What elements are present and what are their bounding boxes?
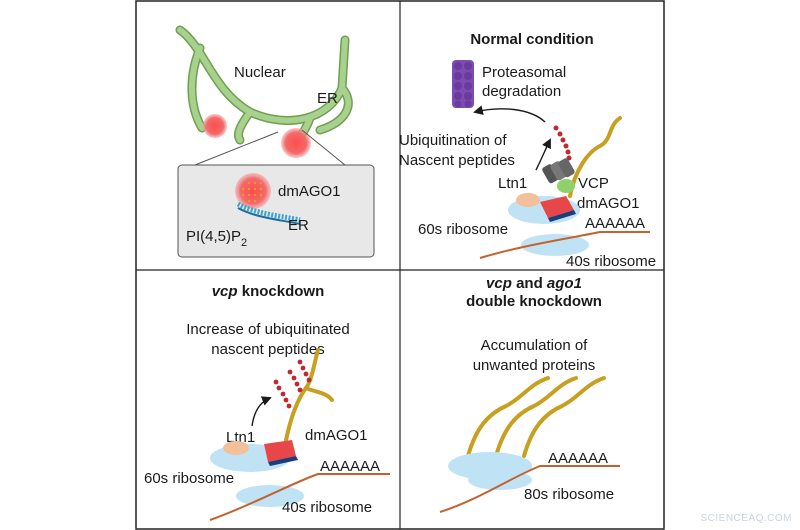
- vcp-knockdown-title-rest: knockdown: [238, 283, 325, 300]
- nuclear-label: Nuclear: [234, 64, 286, 81]
- ubiq-label-1: Ubiquitination of: [399, 132, 507, 149]
- vcp-label: VCP: [578, 175, 609, 192]
- double-kd-title-italic-1: vcp: [486, 275, 512, 292]
- pip2-label: PI(4,5)P2: [186, 228, 247, 249]
- ubiq-label-2: Nascent peptides: [399, 152, 515, 169]
- panel-double-knockdown: vcp and ago1 double knockdown Accumulati…: [439, 275, 620, 513]
- double-kd-title-mid: and: [512, 275, 547, 292]
- proteasome-label-1: Proteasomal: [482, 64, 566, 81]
- double-kd-title-1: vcp and ago1: [486, 275, 582, 292]
- panel-vcp-knockdown: vcp knockdown Increase of ubiquitinated …: [144, 283, 390, 521]
- ribo40-label-kd: 40s ribosome: [282, 499, 372, 516]
- mrna-kd: [209, 473, 390, 521]
- ltn1-arrow-kd: [251, 396, 272, 427]
- vcp-knockdown-title-italic: vcp: [212, 283, 238, 300]
- polya-label-normal: AAAAAA: [585, 215, 645, 232]
- dmago1-shape-kd: [264, 440, 296, 462]
- dmago1-edge-normal: [548, 210, 576, 222]
- double-kd-note-2: unwanted proteins: [473, 357, 596, 374]
- dmago1-label-kd: dmAGO1: [305, 427, 368, 444]
- accumulated-peptides: [466, 376, 606, 458]
- double-kd-note-1: Accumulation of: [481, 337, 589, 354]
- proteasome-label-2: degradation: [482, 83, 561, 100]
- polya-label-double-kd: AAAAAA: [548, 450, 608, 467]
- watermark: SCIENCEAQ.COM: [700, 513, 792, 524]
- mrna-double-kd: [439, 465, 620, 513]
- kd-note-2: nascent peptides: [211, 341, 324, 358]
- ltn1-shape-normal: [516, 193, 540, 207]
- inset-er-label: ER: [288, 217, 309, 234]
- vcp-knockdown-title: vcp knockdown: [212, 283, 325, 300]
- vcp-complex: [542, 158, 575, 193]
- ribo40-label-normal: 40s ribosome: [566, 253, 656, 270]
- pip2-main: PI(4,5)P: [186, 228, 241, 245]
- inset-dmago1-label: dmAGO1: [278, 183, 341, 200]
- ribo80-label: 80s ribosome: [524, 486, 614, 503]
- proteasome-icon: [452, 60, 474, 108]
- panel-normal-condition: Normal condition Proteasomal degradation…: [399, 31, 656, 270]
- double-kd-title-italic-2: ago1: [547, 275, 582, 292]
- zoom-line-right: [301, 129, 346, 166]
- ubiquitin-chain-normal: [553, 125, 572, 161]
- pip2-subscript: 2: [241, 237, 247, 249]
- dmago1-label-normal: dmAGO1: [577, 195, 640, 212]
- double-kd-title-2: double knockdown: [466, 293, 602, 310]
- dmago1-focus-small: [203, 114, 227, 138]
- nascent-peptide-normal: [568, 116, 622, 198]
- ubiquitin-chains-kd: [273, 359, 312, 409]
- inset-box: [177, 164, 375, 258]
- mrna-normal: [479, 231, 650, 259]
- dmago1-edge-kd: [268, 456, 298, 466]
- dmago1-shape-normal: [540, 196, 574, 218]
- panel-er-localization: Nuclear ER dmAGO1 PI(4,5)P2 ER: [175, 25, 375, 258]
- polya-label-kd: AAAAAA: [320, 458, 380, 475]
- dmago1-focus-large: [281, 128, 311, 158]
- ltn1-label-normal: Ltn1: [498, 175, 527, 192]
- ribo60-label-kd: 60s ribosome: [144, 470, 234, 487]
- ubiq-arrow: [535, 138, 551, 171]
- ltn1-shape-kd: [223, 441, 249, 455]
- ribosome-80s-small: [468, 470, 532, 490]
- er-label: ER: [317, 90, 338, 107]
- er-membrane-strip: [236, 201, 301, 223]
- nascent-peptide-kd-branch: [304, 386, 334, 402]
- ribo60-label-normal: 60s ribosome: [418, 221, 508, 238]
- ribosome-40s-normal: [521, 234, 589, 256]
- zoom-line-left: [194, 131, 279, 166]
- normal-condition-title: Normal condition: [470, 31, 593, 48]
- degradation-arrow: [473, 105, 546, 123]
- inset-dmago1-granules: [241, 179, 265, 203]
- er-membrane-edge: [237, 207, 301, 225]
- kd-note-1: Increase of ubiquitinated: [186, 321, 349, 338]
